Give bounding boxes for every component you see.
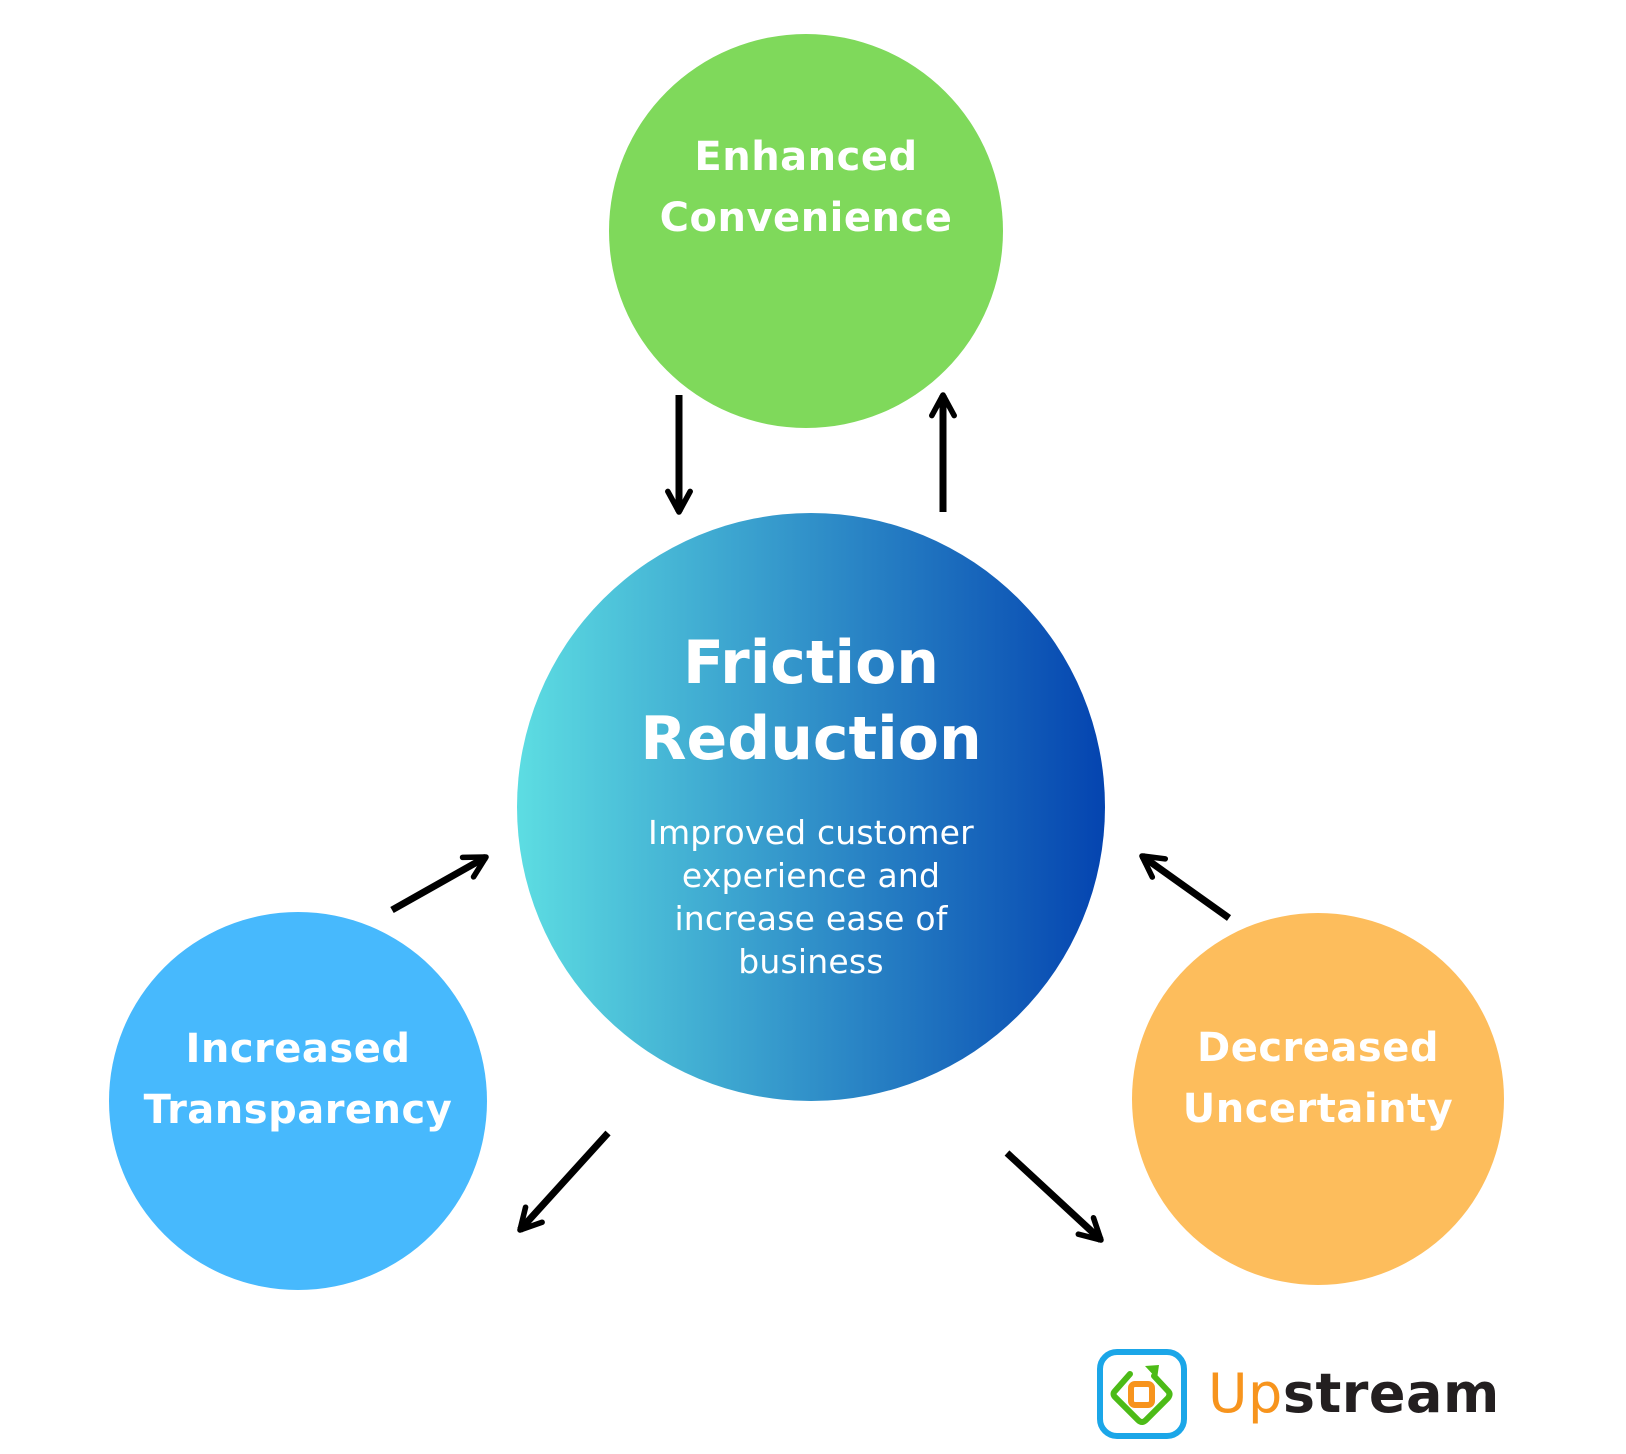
logo-text-up: Up [1208,1362,1283,1425]
node-enhanced-convenience: Enhanced Convenience [609,34,1003,428]
node-friction-reduction: Friction Reduction Improved customer exp… [517,513,1105,1101]
center-title: Friction Reduction [640,628,982,774]
arrow-decreased-uncertainty-to-center [1139,853,1232,921]
node-label-enhanced-convenience: Enhanced Convenience [659,134,953,241]
logo-text-stream: stream [1282,1362,1500,1425]
upstream-logo-icon [1097,1349,1187,1439]
node-increased-transparency: Increased Transparency [109,912,487,1290]
center-subtitle: Improved customer experience and increas… [648,813,974,981]
logo-wordmark: Upstream [1208,1367,1500,1421]
logo-frame [1097,1349,1187,1439]
node-label-decreased-uncertainty: Decreased Uncertainty [1182,1025,1454,1132]
upstream-logo: Upstream [1096,1347,1500,1441]
arrow-group [390,392,1232,1243]
node-decreased-uncertainty: Decreased Uncertainty [1132,913,1504,1285]
arrow-center-to-increased-transparency [517,1130,611,1233]
logo-arrow-head [1145,1365,1159,1379]
logo-square [1128,1381,1155,1408]
logo-diamond-arrow [1110,1371,1173,1425]
arrow-center-to-decreased-uncertainty [1004,1150,1104,1243]
node-label-increased-transparency: Increased Transparency [143,1026,453,1133]
arrow-increased-transparency-to-center [390,853,489,914]
